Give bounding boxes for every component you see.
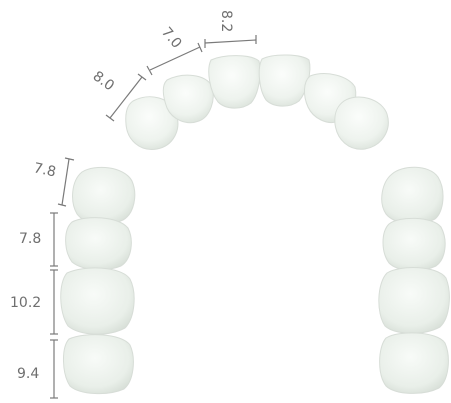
anterior-teeth — [125, 54, 389, 150]
anterior-measure-lines — [105, 35, 257, 122]
measure-line-10-2 — [50, 269, 58, 335]
tooth-icon — [162, 74, 214, 124]
label-posterior-4: 9.4 — [17, 366, 39, 382]
tooth-icon — [382, 217, 446, 271]
tooth-icon — [379, 332, 449, 394]
tooth-icon — [65, 217, 132, 271]
tooth-icon — [208, 55, 261, 109]
tooth-icon — [334, 96, 389, 150]
tooth-icon — [378, 267, 450, 334]
posterior-measure-lines — [50, 157, 75, 399]
measure-line-7-8 — [50, 212, 58, 267]
measure-line-8-0 — [105, 73, 147, 122]
measure-line-7-8-top — [57, 157, 75, 207]
posterior-left-teeth — [60, 166, 136, 394]
measure-line-7-0 — [146, 42, 203, 76]
label-posterior-3: 10.2 — [10, 295, 41, 311]
tooth-icon — [258, 54, 311, 107]
posterior-right-teeth — [378, 166, 450, 394]
tooth-icon — [63, 334, 134, 394]
tooth-icon — [381, 166, 444, 225]
label-posterior-2: 7.8 — [19, 231, 41, 247]
measure-line-8-2 — [204, 35, 257, 48]
tooth-icon — [60, 267, 135, 335]
label-anterior-3: 8.0 — [90, 68, 117, 94]
label-anterior-2: 7.0 — [158, 24, 185, 51]
measure-line-9-4 — [50, 339, 58, 399]
label-posterior-1: 7.8 — [32, 160, 57, 180]
tooth-icon — [72, 166, 136, 225]
label-anterior-1: 8.2 — [218, 10, 234, 32]
